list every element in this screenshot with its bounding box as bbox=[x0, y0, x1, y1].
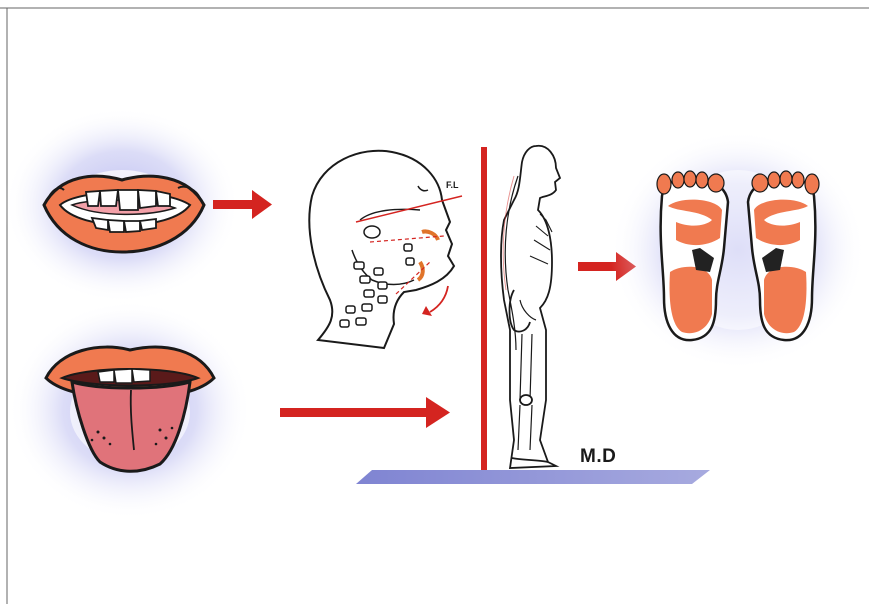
fl-label: F.L bbox=[446, 180, 459, 190]
floor-plane bbox=[356, 470, 710, 484]
foot-soles-icon bbox=[610, 130, 866, 370]
tongue-out-icon bbox=[8, 300, 252, 520]
mouth-teeth-icon bbox=[4, 107, 240, 303]
arrow-tongue-to-body bbox=[280, 397, 450, 428]
md-label: M.D bbox=[580, 446, 616, 468]
standing-skeleton-icon bbox=[501, 146, 560, 468]
plumb-line bbox=[481, 147, 487, 470]
head-neck-skeleton-icon bbox=[309, 151, 462, 348]
